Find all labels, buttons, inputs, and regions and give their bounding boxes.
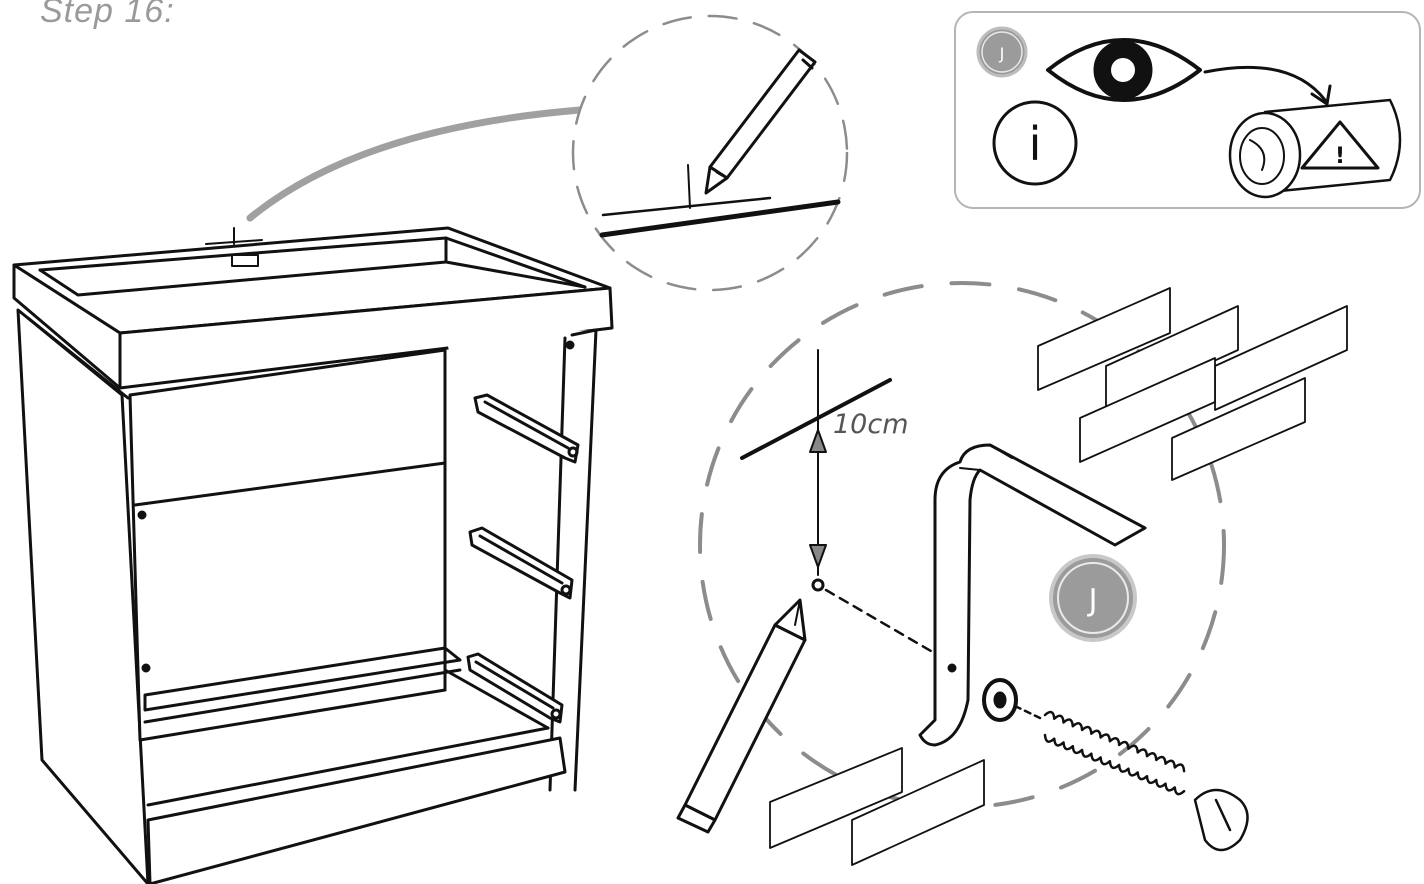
info-panel: [954, 11, 1421, 209]
hardware-badge-small: [976, 26, 1028, 78]
washer-icon: [982, 678, 1018, 722]
zoom-detail-marking: [571, 14, 849, 292]
drawer-slide-middle: [468, 526, 574, 600]
hardware-badge-large: [1049, 554, 1137, 642]
large-badge-letter: J: [1087, 583, 1098, 618]
warning-scroll-icon: [1228, 98, 1402, 199]
drawer-slide-top: [473, 393, 580, 464]
eye-icon: [1046, 38, 1202, 102]
wall-bricks-bottom: [769, 747, 985, 866]
wall-bricks-top: [1037, 287, 1348, 481]
warning-triangle-icon: [1300, 120, 1380, 170]
info-icon: [992, 100, 1078, 186]
vanity-cabinet: [12, 226, 614, 884]
pencil-icon: [704, 48, 817, 195]
wall-bracket-icon: [918, 443, 1147, 747]
warning-symbol: !: [1335, 144, 1345, 169]
small-badge-letter: J: [999, 44, 1005, 63]
drawer-slide-bottom: [466, 652, 564, 724]
info-symbol: i: [1029, 117, 1042, 171]
screw-icon: [1013, 704, 1249, 852]
step-title: Step 16:: [40, 0, 175, 30]
pencil-icon: [676, 598, 807, 834]
callout-connector: [246, 106, 584, 222]
distance-label: 10cm: [833, 409, 909, 440]
wall-mount-detail: [676, 281, 1348, 866]
